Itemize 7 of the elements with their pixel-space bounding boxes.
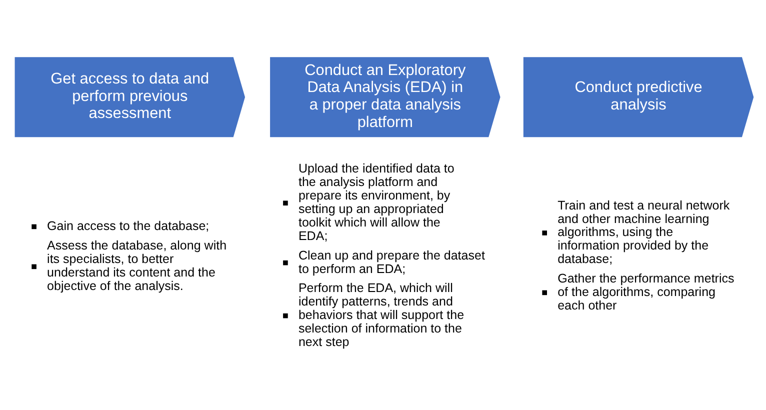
node-label: Train and test a neural network and other machine learning algorithms, using the information provided by the database; <box>558 198 730 266</box>
node-label: Gain access to the database; <box>47 218 210 232</box>
node-label: Perform the EDA, which will identify patterns, trends and behaviors that will support the selection of information to the next step <box>298 280 464 349</box>
node-label: Assess the database, along with its specialists, to better understand its content and the objective of the analysis. <box>47 238 227 293</box>
node-label: Upload the identified data to the analysis platform and prepare its environment, by setting up an appropriated toolkit which will allow the EDA; <box>298 161 454 243</box>
node-label: Gather the performance metrics of the algorithms, comparing each other <box>558 270 734 312</box>
node-label: Clean up and prepare the dataset to perform an EDA; <box>298 248 485 276</box>
